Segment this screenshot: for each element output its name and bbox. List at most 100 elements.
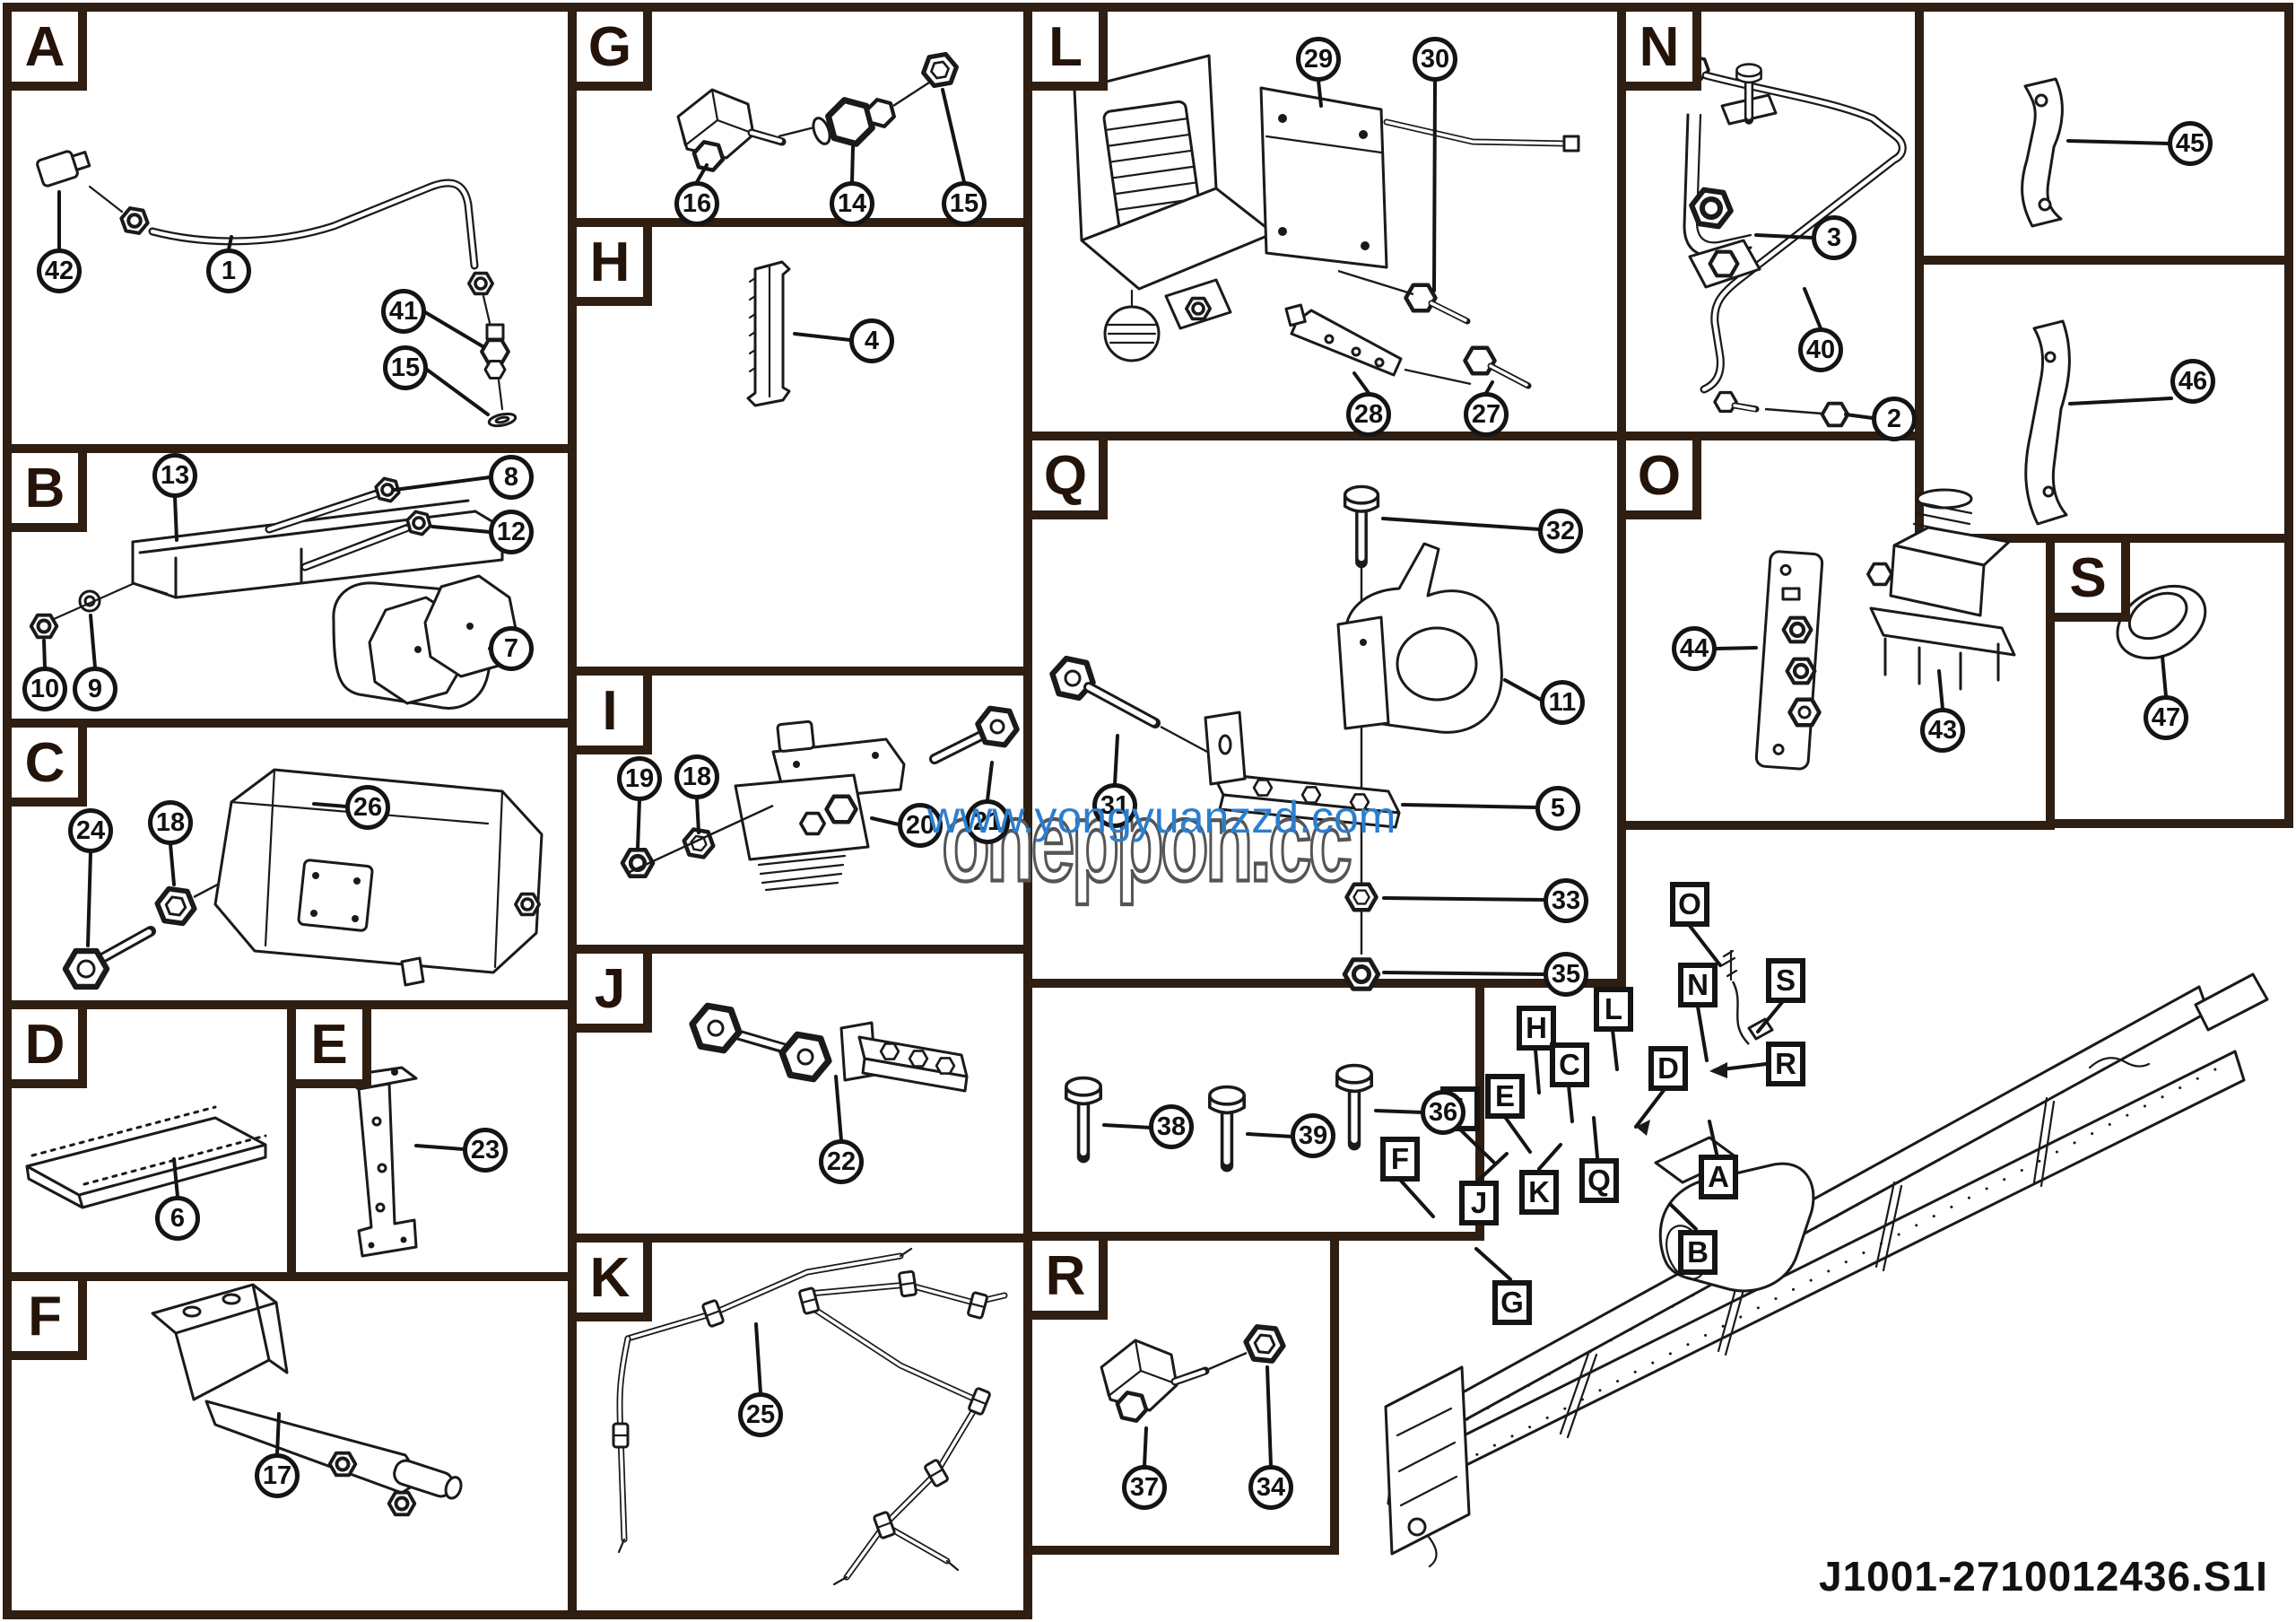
panel-O-drawing xyxy=(1714,488,2016,771)
callout-11: 11 xyxy=(1540,680,1585,725)
panel-letter-K: K xyxy=(577,1243,652,1321)
callout-12: 12 xyxy=(489,510,534,554)
callout-19: 19 xyxy=(617,756,662,801)
chassis-label-R: R xyxy=(1766,1042,1805,1086)
chassis-label-F: F xyxy=(1380,1137,1420,1182)
panel-N-drawing xyxy=(1654,39,1907,428)
chassis-label-O: O xyxy=(1670,882,1709,927)
panel-L-drawing xyxy=(1073,54,1580,395)
panel-45-drawing xyxy=(2021,77,2170,228)
callout-6: 6 xyxy=(155,1196,200,1241)
panel-C-drawing xyxy=(65,768,544,987)
callout-18: 18 xyxy=(148,800,193,845)
callout-29: 29 xyxy=(1296,37,1341,82)
panel-K-drawing xyxy=(612,1247,1008,1586)
panel-letter-E: E xyxy=(296,1009,371,1088)
watermark-overlay-text: oneppon.cc xyxy=(941,774,1354,907)
panel-46-drawing xyxy=(2024,319,2173,526)
chassis-label-C: C xyxy=(1550,1042,1589,1087)
panel-letter-L: L xyxy=(1032,12,1108,91)
panel-Q-drawing xyxy=(1048,486,1546,989)
callout-28: 28 xyxy=(1346,392,1391,437)
watermark-url-text: www.yongyuanzzd.com xyxy=(927,792,1396,842)
callout-43: 43 xyxy=(1920,708,1965,753)
chassis-label-D: D xyxy=(1648,1046,1688,1091)
callout-21: 21 xyxy=(965,799,1010,844)
callout-15: 15 xyxy=(383,345,428,390)
callout-30: 30 xyxy=(1413,37,1457,82)
panel-J-drawing xyxy=(689,1004,969,1142)
callout-16: 16 xyxy=(674,181,719,226)
panel-letter-O: O xyxy=(1626,440,1701,519)
panel-A-drawing xyxy=(36,150,518,430)
panel-letter-J: J xyxy=(577,954,652,1033)
panel-R-drawing xyxy=(1100,1326,1285,1468)
panel-letter-S: S xyxy=(2055,543,2130,622)
callout-13: 13 xyxy=(152,453,197,498)
callout-40: 40 xyxy=(1798,327,1843,372)
chassis-label-G: G xyxy=(1492,1280,1532,1325)
callout-24: 24 xyxy=(68,808,113,853)
panel-letter-F: F xyxy=(12,1281,87,1360)
callout-25: 25 xyxy=(738,1392,783,1437)
panel-letter-I: I xyxy=(577,676,652,754)
chassis-label-S: S xyxy=(1766,958,1805,1003)
panel-I-drawing xyxy=(622,707,1019,892)
panel-H-drawing xyxy=(746,260,852,407)
drawing-number: J1001-2710012436.S1I xyxy=(1819,1553,2268,1600)
callout-35: 35 xyxy=(1544,952,1588,997)
callout-18: 18 xyxy=(674,754,719,799)
panel-letter-R: R xyxy=(1032,1241,1108,1320)
callout-47: 47 xyxy=(2144,695,2188,740)
panel-letter-A: A xyxy=(12,12,87,91)
chassis-label-J: J xyxy=(1459,1181,1499,1225)
callout-22: 22 xyxy=(819,1139,864,1184)
callout-44: 44 xyxy=(1672,626,1717,671)
panel-letter-H: H xyxy=(577,227,652,306)
chassis-label-K: K xyxy=(1519,1170,1559,1215)
chassis-label-Q: Q xyxy=(1579,1158,1619,1203)
callout-7: 7 xyxy=(489,626,534,671)
callout-46: 46 xyxy=(2170,359,2215,404)
callout-42: 42 xyxy=(37,249,82,293)
panel-D-drawing xyxy=(25,1105,267,1209)
chassis-label-E: E xyxy=(1485,1074,1525,1119)
panel-letter-Q: Q xyxy=(1032,440,1108,519)
callout-1: 1 xyxy=(206,249,251,293)
callout-31: 31 xyxy=(1092,783,1137,828)
chassis-label-H: H xyxy=(1517,1006,1556,1051)
callout-8: 8 xyxy=(489,455,534,500)
callout-41: 41 xyxy=(381,289,426,334)
panel-G-drawing xyxy=(676,53,966,184)
callout-2: 2 xyxy=(1872,397,1917,441)
chassis-label-N: N xyxy=(1678,963,1718,1007)
callout-38: 38 xyxy=(1149,1104,1194,1149)
callout-26: 26 xyxy=(345,785,390,830)
callout-3: 3 xyxy=(1812,215,1857,260)
callout-37: 37 xyxy=(1122,1465,1167,1510)
chassis-label-L: L xyxy=(1594,987,1633,1032)
panel-letter-N: N xyxy=(1626,12,1701,91)
panel-S-drawing xyxy=(2116,584,2207,698)
callout-9: 9 xyxy=(73,667,117,711)
panel-letter-C: C xyxy=(12,728,87,807)
panel-letter-B: B xyxy=(12,453,87,532)
callout-39: 39 xyxy=(1291,1113,1335,1158)
callout-32: 32 xyxy=(1538,509,1583,554)
callout-5: 5 xyxy=(1535,786,1580,831)
callout-33: 33 xyxy=(1544,878,1588,923)
callout-45: 45 xyxy=(2168,121,2213,166)
panel-letter-D: D xyxy=(12,1009,87,1088)
panel-bolts-drawing xyxy=(1066,1066,1425,1166)
callout-20: 20 xyxy=(898,803,943,848)
callout-10: 10 xyxy=(22,667,67,711)
chassis-label-A: A xyxy=(1699,1155,1738,1199)
callout-27: 27 xyxy=(1464,392,1509,437)
callout-34: 34 xyxy=(1248,1465,1293,1510)
panel-F-drawing xyxy=(151,1283,463,1514)
callout-15: 15 xyxy=(942,181,987,226)
panel-letter-G: G xyxy=(577,12,652,91)
callout-23: 23 xyxy=(463,1128,508,1173)
callout-17: 17 xyxy=(255,1453,300,1498)
